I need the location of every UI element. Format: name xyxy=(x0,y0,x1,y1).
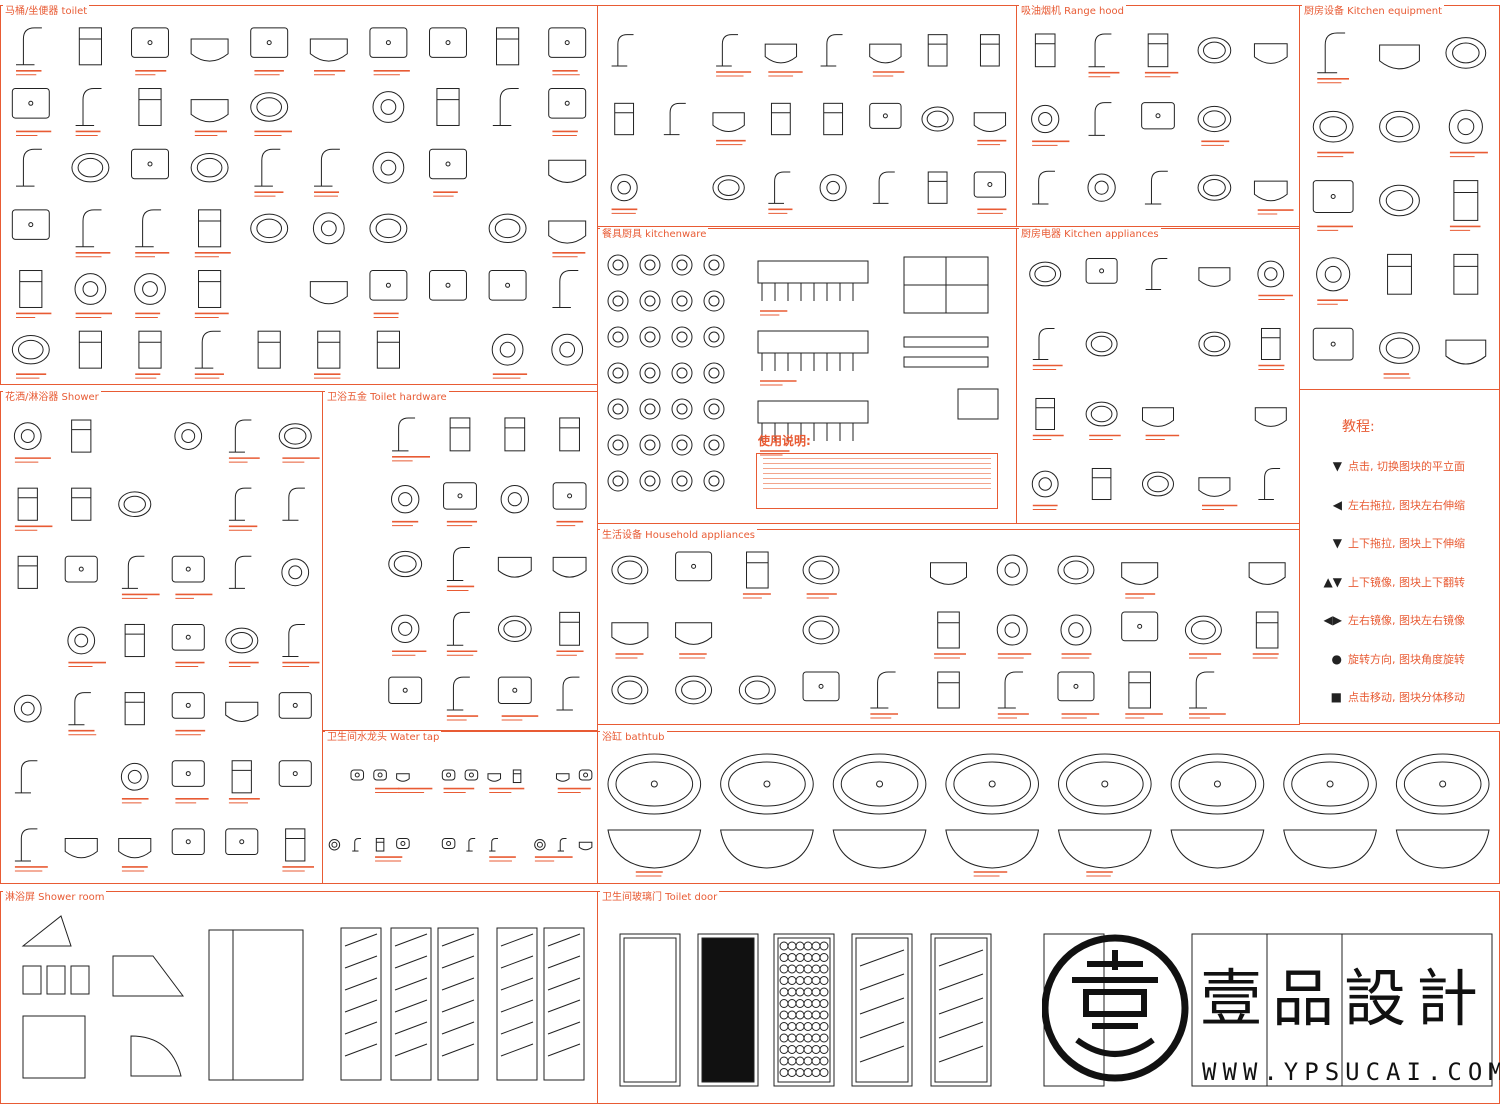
arrow-icon: ■ xyxy=(1330,690,1342,704)
cad-drawing xyxy=(611,551,1286,719)
cad-drawing xyxy=(1031,33,1294,215)
water-tap-drawings xyxy=(323,746,597,883)
brand-logo-icon xyxy=(1042,934,1189,1082)
tutorial-row: ◀ 左右拖拉, 图块左右伸缩 xyxy=(1320,497,1485,513)
cad-drawing xyxy=(13,419,320,872)
panel-title-shower: 花洒/淋浴器 Shower xyxy=(3,391,101,405)
toilet-door-drawings xyxy=(598,906,1499,1103)
panel-title-range-hood: 吸油烟机 Range hood xyxy=(1019,5,1126,19)
cad-drawing xyxy=(388,417,587,721)
tutorial-row: ▼ 上下拖拉, 图块上下伸缩 xyxy=(1320,535,1485,551)
arrow-icon: ▲▼ xyxy=(1323,574,1342,589)
panel-tutorial xyxy=(1299,389,1500,724)
tutorial-row-text: 上下拖拉, 图块上下伸缩 xyxy=(1348,537,1465,550)
cad-drawing xyxy=(607,254,999,492)
cad-drawing xyxy=(607,753,1490,877)
cad-drawing xyxy=(610,34,1007,214)
arrow-icon: ● xyxy=(1331,651,1342,666)
panel-sink xyxy=(597,5,1017,227)
cad-drawing xyxy=(328,769,593,862)
kitchenware-drawings xyxy=(598,243,1016,523)
panel-household-appliances: 生活设备 Household appliances xyxy=(597,529,1300,725)
brand-name: 壹品設計 xyxy=(1200,962,1489,1035)
panel-kitchen-appliances: 厨房电器 Kitchen appliances xyxy=(1016,228,1300,524)
tutorial-heading: 教程: xyxy=(1342,419,1375,435)
brand-url: WWW.YPSUCAI.COM xyxy=(1202,1058,1500,1086)
arrow-icon: ▼ xyxy=(1332,536,1342,550)
household-appliance-drawings xyxy=(598,544,1299,724)
sink-drawings xyxy=(598,20,1016,226)
shower-drawings xyxy=(1,406,322,883)
panel-toilet-door: 卫生间玻璃门 Toilet door xyxy=(597,891,1500,1104)
panel-shower: 花洒/淋浴器 Shower xyxy=(0,391,323,884)
usage-heading: 使用说明: xyxy=(758,434,811,448)
panel-title-toilet-hardware: 卫浴五金 Toilet hardware xyxy=(325,391,449,405)
tutorial-row-text: 旋转方向, 图块角度旋转 xyxy=(1348,652,1465,666)
panel-title-kitchen-appliances: 厨房电器 Kitchen appliances xyxy=(1019,228,1161,242)
usage-notes-box xyxy=(756,453,998,509)
panel-kitchen-equipment: 厨房设备 Kitchen equipment xyxy=(1299,5,1500,390)
tutorial-row: ▲▼ 上下镜像, 图块上下翻转 xyxy=(1320,574,1485,590)
arrow-icon: ▼ xyxy=(1332,459,1342,473)
cad-drawing xyxy=(1029,257,1293,511)
kitchen-appliance-drawings xyxy=(1017,243,1299,523)
tutorial-row-text: 点击移动, 图块分体移动 xyxy=(1348,691,1465,704)
panel-title-toilet: 马桶/坐便器 toilet xyxy=(3,5,90,19)
panel-title-toilet-door: 卫生间玻璃门 Toilet door xyxy=(600,891,720,905)
cad-drawing xyxy=(1312,32,1488,379)
tutorial-row-text: 上下镜像, 图块上下翻转 xyxy=(1348,575,1465,589)
tutorial-row: ▼ 点击, 切换图块的平立面 xyxy=(1320,458,1485,474)
panel-toilet-hardware: 卫浴五金 Toilet hardware xyxy=(322,391,598,731)
shower-room-drawings xyxy=(1,906,597,1103)
panel-title-kitchenware: 餐具厨具 kitchenware xyxy=(600,228,709,242)
toilet-drawings xyxy=(1,20,597,384)
panel-shower-room: 淋浴屏 Shower room xyxy=(0,891,598,1104)
tutorial-row-text: 点击, 切换图块的平立面 xyxy=(1348,460,1465,473)
tutorial-row-text: 左右镜像, 图块左右镜像 xyxy=(1348,614,1465,627)
tutorial-row-text: 左右拖拉, 图块左右伸缩 xyxy=(1348,498,1465,512)
panel-title-shower-room: 淋浴屏 Shower room xyxy=(3,891,107,905)
tutorial-row: ■ 点击移动, 图块分体移动 xyxy=(1320,689,1485,705)
panel-title-household-appliances: 生活设备 Household appliances xyxy=(600,529,757,543)
bathtub-drawings xyxy=(598,746,1499,883)
panel-title-kitchen-equipment: 厨房设备 Kitchen equipment xyxy=(1302,5,1445,19)
kitchen-equipment-drawings xyxy=(1300,20,1499,389)
panel-title-water-tap: 卫生间水龙头 Water tap xyxy=(325,731,442,745)
panel-range-hood: 吸油烟机 Range hood xyxy=(1016,5,1300,227)
panel-toilet: 马桶/坐便器 toilet xyxy=(0,5,598,385)
arrow-icon: ◀▶ xyxy=(1323,613,1342,627)
toilet-hardware-drawings xyxy=(323,406,597,730)
tutorial-row: ◀▶ 左右镜像, 图块左右镜像 xyxy=(1320,612,1485,628)
panel-bathtub: 浴缸 bathtub xyxy=(597,731,1500,884)
panel-water-tap: 卫生间水龙头 Water tap xyxy=(322,731,598,884)
panel-title-bathtub: 浴缸 bathtub xyxy=(600,731,667,745)
cad-drawing xyxy=(11,27,587,379)
range-hood-drawings xyxy=(1017,20,1299,226)
tutorial-row: ● 旋转方向, 图块角度旋转 xyxy=(1320,651,1485,667)
arrow-icon: ◀ xyxy=(1332,497,1342,512)
cad-drawing xyxy=(21,915,585,1081)
cad-drawing xyxy=(619,933,1493,1087)
